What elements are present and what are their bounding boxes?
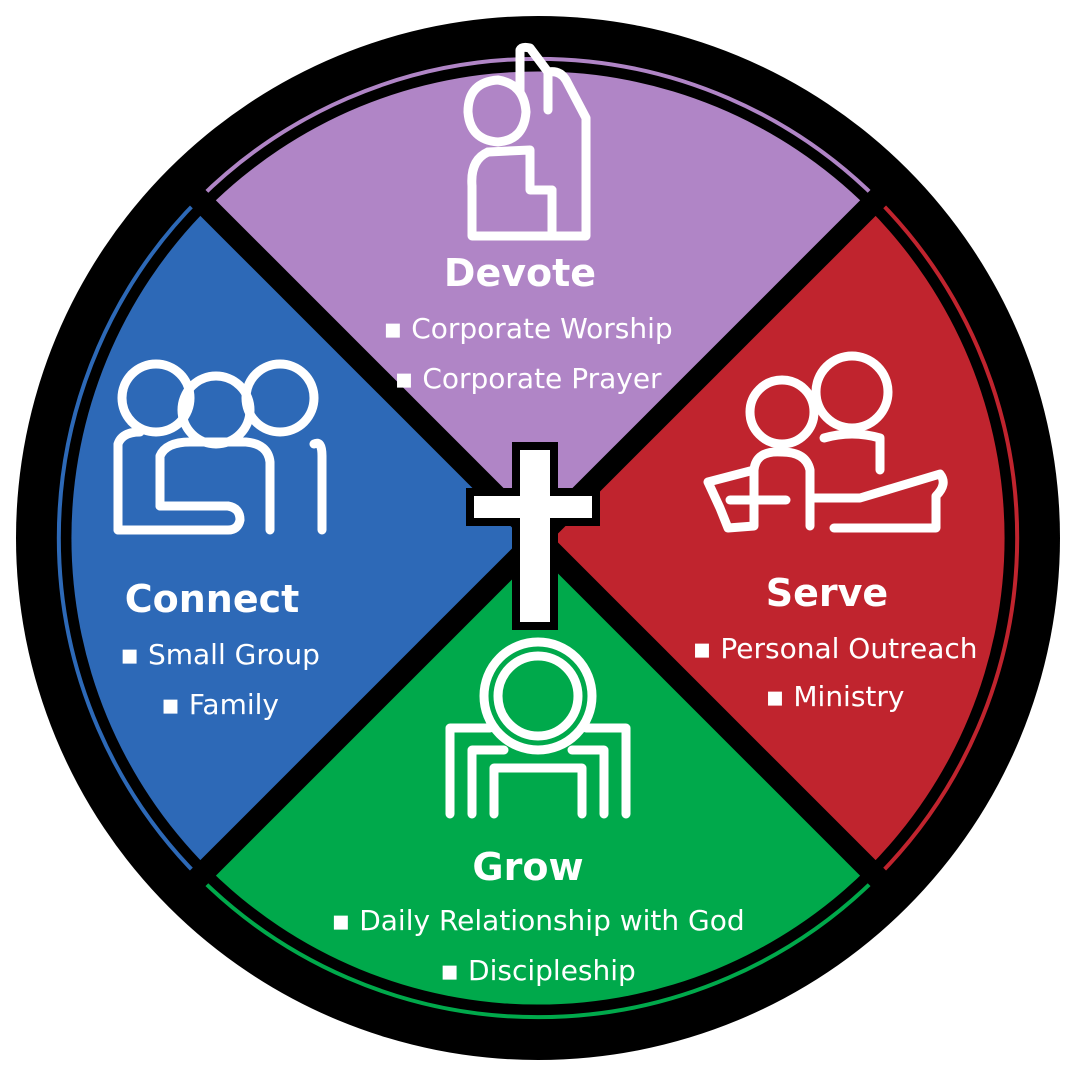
- connect-item-small-group: ▪ Small Group: [120, 638, 320, 671]
- serve-item-outreach: ▪ Personal Outreach: [693, 632, 978, 665]
- connect-item-family: ▪ Family: [161, 688, 279, 721]
- serve-item-ministry: ▪ Ministry: [766, 680, 905, 713]
- connect-title: Connect: [125, 577, 300, 621]
- serve-title: Serve: [766, 571, 888, 615]
- praying-hands-icon: [463, 42, 591, 241]
- grow-item-discipleship: ▪ Discipleship: [440, 954, 636, 987]
- serve-segment: [538, 208, 1005, 868]
- grow-title: Grow: [472, 845, 583, 889]
- two-people-serving-icon: [703, 351, 948, 533]
- person-reading-icon: [445, 637, 631, 819]
- cross-icon: [466, 442, 600, 630]
- devote-item-worship: ▪ Corporate Worship: [383, 312, 672, 345]
- devote-title: Devote: [444, 251, 596, 295]
- devote-segment: [208, 71, 868, 539]
- devote-item-prayer: ▪ Corporate Prayer: [394, 362, 662, 395]
- group-of-people-icon: [113, 359, 327, 535]
- connect-segment: [71, 208, 539, 868]
- grow-item-relationship: ▪ Daily Relationship with God: [331, 904, 744, 937]
